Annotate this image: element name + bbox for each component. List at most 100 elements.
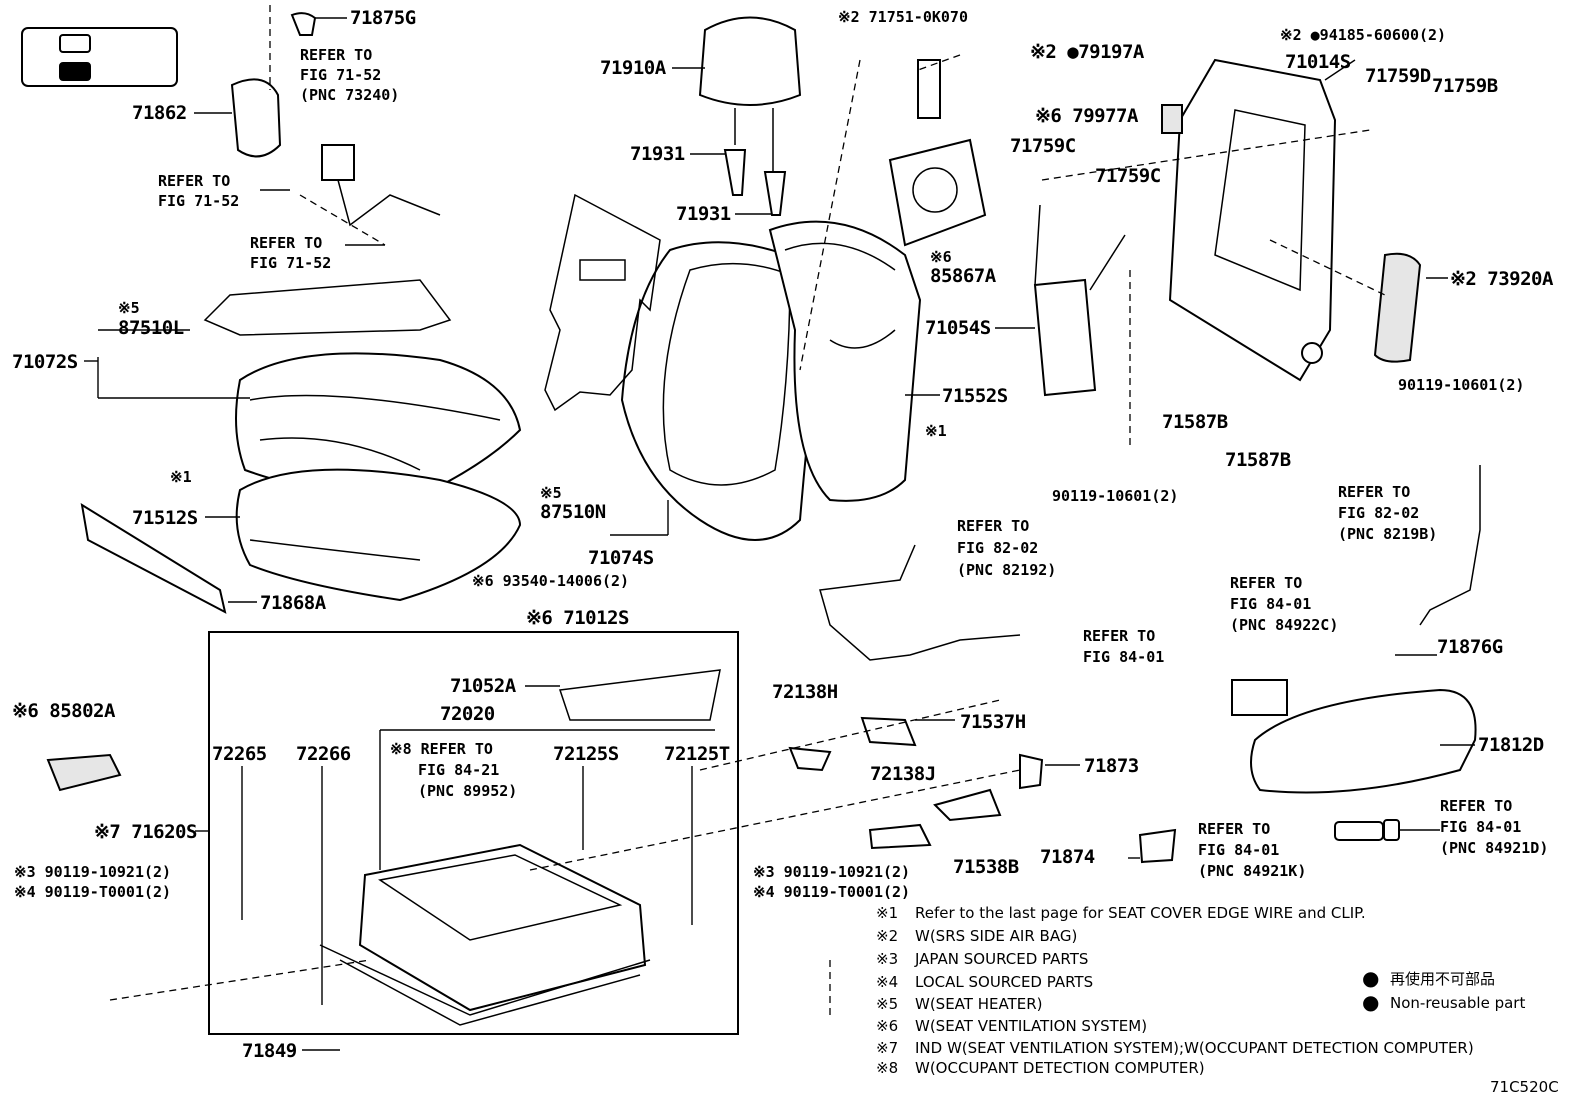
label-71052A: 71052A: [450, 675, 517, 697]
label-71868A: 71868A: [260, 592, 327, 614]
assembly-dashed-lines: [109, 5, 1386, 1015]
ventilation-fan-drawing: [888, 138, 987, 247]
note-8-mark: ※8: [876, 1059, 898, 1077]
part-labels: 71875G REFER TO FIG 71-52 (PNC 73240) 71…: [12, 7, 1554, 1062]
label-71812D: 71812D: [1478, 734, 1544, 756]
label-93540: ※6 93540-14006(2): [472, 572, 629, 590]
cushion-cover-drawing: [235, 352, 522, 507]
side-wire-harness-drawing: [1419, 465, 1481, 626]
power-seat-switch-drawing: [1231, 679, 1288, 716]
label-refer-fig8401-a-line1: REFER TO: [1083, 627, 1155, 645]
label-73920A: ※2 73920A: [1450, 268, 1554, 290]
label-72266: 72266: [296, 743, 351, 765]
note-2-text: W(SRS SIDE AIR BAG): [915, 927, 1077, 945]
cover-72138J-drawing: [868, 823, 932, 850]
label-71876G: 71876G: [1437, 636, 1503, 658]
label-refer-fig7152-b-line1: REFER TO: [250, 234, 322, 252]
seat-adjuster-group-box: [208, 631, 739, 1035]
note-3-mark: ※3: [876, 950, 898, 968]
note-8-text: W(OCCUPANT DETECTION COMPUTER): [915, 1059, 1205, 1077]
cover-71538B-drawing: [933, 788, 1002, 822]
label-71875G: 71875G: [350, 7, 416, 29]
cover-72138H-drawing: [788, 746, 832, 772]
label-87510L: 87510L: [118, 317, 184, 339]
label-72138J: 72138J: [870, 763, 936, 785]
knob-84921K-drawing: [1334, 821, 1384, 841]
label-71537H: 71537H: [960, 711, 1026, 733]
lumbar-support-drawing: [1033, 204, 1126, 397]
note-5-text: W(SEAT HEATER): [915, 995, 1042, 1013]
label-refer-fig8202-a-line2: FIG 82-02: [957, 539, 1038, 557]
label-refer-fig7152-a-line1: REFER TO: [158, 172, 230, 190]
label-refer-fig8401-k-line1: REFER TO: [1198, 820, 1270, 838]
label-94185: ※2 ●94185-60600(2): [1280, 26, 1446, 44]
label-71072S: 71072S: [12, 351, 78, 373]
spring-71052A: [558, 669, 721, 721]
label-refer-fig8401-c-line3: (PNC 84922C): [1230, 616, 1338, 634]
note-1-text: Refer to the last page for SEAT COVER ED…: [915, 904, 1366, 922]
label-refer-fig7152-pnc-line1: REFER TO: [300, 46, 372, 64]
leader-lines: [84, 17, 1475, 1051]
label-71620S: ※7 71620S: [94, 821, 197, 843]
label-refer-fig8401-a-line2: FIG 84-01: [1083, 648, 1164, 666]
label-refer-fig8401-d-line3: (PNC 84921D): [1440, 839, 1548, 857]
note-3-text: JAPAN SOURCED PARTS: [914, 950, 1088, 968]
label-85867A-note: ※6: [930, 248, 952, 266]
seat-position-legend: [21, 27, 178, 87]
label-71538B: 71538B: [953, 856, 1019, 878]
label-71587B-a: 71587B: [1162, 411, 1228, 433]
symbol-legend: ● 再使用不可部品 ● Non-reusable part: [1362, 966, 1525, 1014]
side-airbag-drawing: [1373, 252, 1422, 363]
label-90119-mid: 90119-10601(2): [1052, 487, 1178, 505]
label-87510N-note: ※5: [540, 484, 562, 502]
label-90119-T0001-right: ※4 90119-T0001(2): [753, 883, 910, 901]
airbag-bracket-drawing: [917, 59, 941, 119]
hook-71874-drawing: [1138, 828, 1177, 864]
label-85802A: ※6 85802A: [12, 700, 116, 722]
label-refer-fig8401-d-line1: REFER TO: [1440, 797, 1512, 815]
label-refer-fig8202-a-line3: (PNC 82192): [957, 561, 1056, 579]
label-90119-right: 90119-10601(2): [1398, 376, 1524, 394]
front-trim-drawing: [80, 502, 227, 614]
note-7-text: IND W(SEAT VENTILATION SYSTEM);W(OCCUPAN…: [915, 1039, 1474, 1057]
label-79977A: ※6 79977A: [1035, 105, 1139, 127]
label-71759D: 71759D: [1365, 65, 1431, 87]
note-4-mark: ※4: [876, 973, 898, 991]
headrest-drawing: [698, 16, 802, 216]
label-refer-fig8401-c-line2: FIG 84-01: [1230, 595, 1311, 613]
white-box-icon: [59, 34, 91, 53]
label-note1-left: ※1: [170, 468, 192, 486]
symbol-legend-dot-2: ●: [1362, 990, 1379, 1014]
label-87510N: 87510N: [540, 501, 606, 523]
label-71849: 71849: [242, 1040, 297, 1062]
label-85867A: 85867A: [930, 265, 997, 287]
knob-84921D-drawing: [1383, 819, 1400, 841]
label-72138H: 72138H: [772, 681, 838, 703]
label-refer-fig8401-d-line2: FIG 84-01: [1440, 818, 1521, 836]
cover-71537H-drawing: [860, 716, 917, 747]
label-71931-a: 71931: [630, 143, 685, 165]
label-71014S: 71014S: [1285, 51, 1351, 73]
label-90119-10921-left: ※3 90119-10921(2): [14, 863, 171, 881]
note-2-mark: ※2: [876, 927, 898, 945]
label-71862: 71862: [132, 102, 187, 124]
label-71552S: 71552S: [942, 385, 1008, 407]
label-refer-fig8401-k-line3: (PNC 84921K): [1198, 862, 1306, 880]
label-refer-fig7152-a-line2: FIG 71-52: [158, 192, 239, 210]
label-71751: ※2 71751-0K070: [838, 8, 968, 26]
label-71512S: 71512S: [132, 507, 198, 529]
label-72020: 72020: [440, 703, 495, 725]
label-note1-right: ※1: [925, 422, 947, 440]
label-71054S: 71054S: [925, 317, 991, 339]
label-87510L-note: ※5: [118, 299, 140, 317]
cushion-heater-drawing: [203, 279, 452, 336]
label-72125S: 72125S: [553, 743, 619, 765]
symbol-legend-text-1: 再使用不可部品: [1390, 970, 1495, 988]
label-refer-fig8202-b-line2: FIG 82-02: [1338, 504, 1419, 522]
label-90119-T0001-left: ※4 90119-T0001(2): [14, 883, 171, 901]
label-refer-fig8421-line2: FIG 84-21: [418, 761, 499, 779]
label-71873: 71873: [1084, 755, 1139, 777]
label-71012S: ※6 71012S: [526, 607, 629, 629]
